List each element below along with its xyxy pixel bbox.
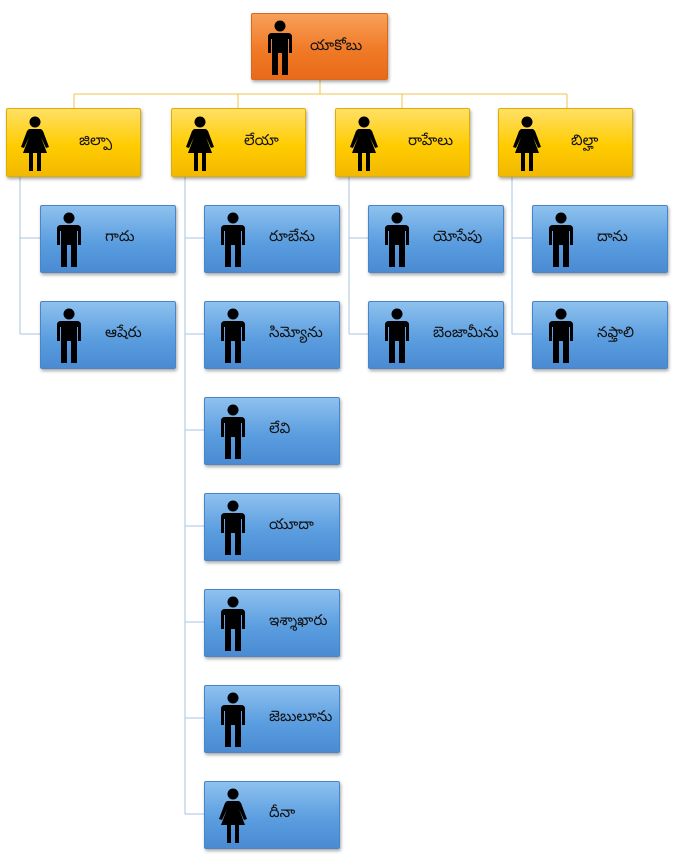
child-node: యోసేపు: [368, 205, 504, 273]
person-name: రూబేను: [269, 227, 315, 245]
person-figure: [54, 212, 84, 272]
child-node: గాదు: [40, 205, 176, 273]
person-figure: [546, 308, 576, 368]
person-figure: [218, 404, 248, 464]
person-name: యోసేపు: [433, 227, 483, 245]
person-figure: [382, 212, 412, 272]
man-icon: [549, 308, 573, 363]
person-name: ఇశ్శాఖారు: [269, 611, 328, 629]
man-icon: [221, 596, 245, 651]
man-icon: [221, 500, 245, 555]
man-icon: [57, 212, 81, 267]
person-name: ఆషేరు: [105, 323, 142, 341]
wife-node: బిల్హా: [498, 108, 633, 177]
man-icon: [221, 308, 245, 363]
woman-icon: [219, 788, 247, 843]
man-icon: [268, 20, 292, 75]
person-name: బిల్హా: [571, 131, 599, 149]
person-name: నఫ్తాలి: [597, 323, 634, 341]
child-node: ఆషేరు: [40, 301, 176, 369]
person-figure: [218, 788, 248, 848]
child-node: లేవి: [204, 397, 340, 465]
person-name: యాకోబు: [310, 36, 363, 54]
person-figure: [512, 116, 542, 176]
child-node: దీనా: [204, 781, 340, 849]
person-figure: [185, 116, 215, 176]
child-node: రూబేను: [204, 205, 340, 273]
person-figure: [218, 692, 248, 752]
child-node: సిమ్యోను: [204, 301, 340, 369]
person-name: బెంజామీను: [433, 323, 499, 341]
child-node: దాను: [532, 205, 668, 273]
woman-icon: [513, 116, 541, 171]
person-figure: [218, 500, 248, 560]
person-name: జెబులూను: [269, 707, 333, 725]
person-name: లేయా: [244, 131, 279, 149]
man-icon: [385, 308, 409, 363]
person-figure: [265, 20, 295, 80]
person-name: జిల్పా: [79, 131, 113, 149]
person-figure: [349, 116, 379, 176]
child-node: నఫ్తాలి: [532, 301, 668, 369]
man-icon: [221, 212, 245, 267]
person-figure: [20, 116, 50, 176]
person-name: లేవి: [269, 419, 291, 437]
child-node: యూదా: [204, 493, 340, 561]
man-icon: [549, 212, 573, 267]
woman-icon: [186, 116, 214, 171]
person-figure: [546, 212, 576, 272]
person-figure: [382, 308, 412, 368]
woman-icon: [21, 116, 49, 171]
root-node: యాకోబు: [251, 13, 388, 80]
child-node: బెంజామీను: [368, 301, 504, 369]
person-figure: [218, 212, 248, 272]
wife-node: జిల్పా: [6, 108, 141, 177]
person-name: యూదా: [269, 515, 314, 533]
person-name: సిమ్యోను: [269, 323, 323, 341]
child-node: ఇశ్శాఖారు: [204, 589, 340, 657]
person-figure: [54, 308, 84, 368]
man-icon: [57, 308, 81, 363]
person-figure: [218, 308, 248, 368]
man-icon: [221, 692, 245, 747]
wife-node: లేయా: [171, 108, 306, 177]
woman-icon: [350, 116, 378, 171]
person-name: దీనా: [269, 803, 296, 821]
man-icon: [221, 404, 245, 459]
wife-node: రాహేలు: [335, 108, 470, 177]
person-name: రాహేలు: [408, 131, 454, 149]
person-name: దాను: [597, 227, 628, 245]
man-icon: [385, 212, 409, 267]
person-figure: [218, 596, 248, 656]
child-node: జెబులూను: [204, 685, 340, 753]
person-name: గాదు: [105, 227, 135, 245]
